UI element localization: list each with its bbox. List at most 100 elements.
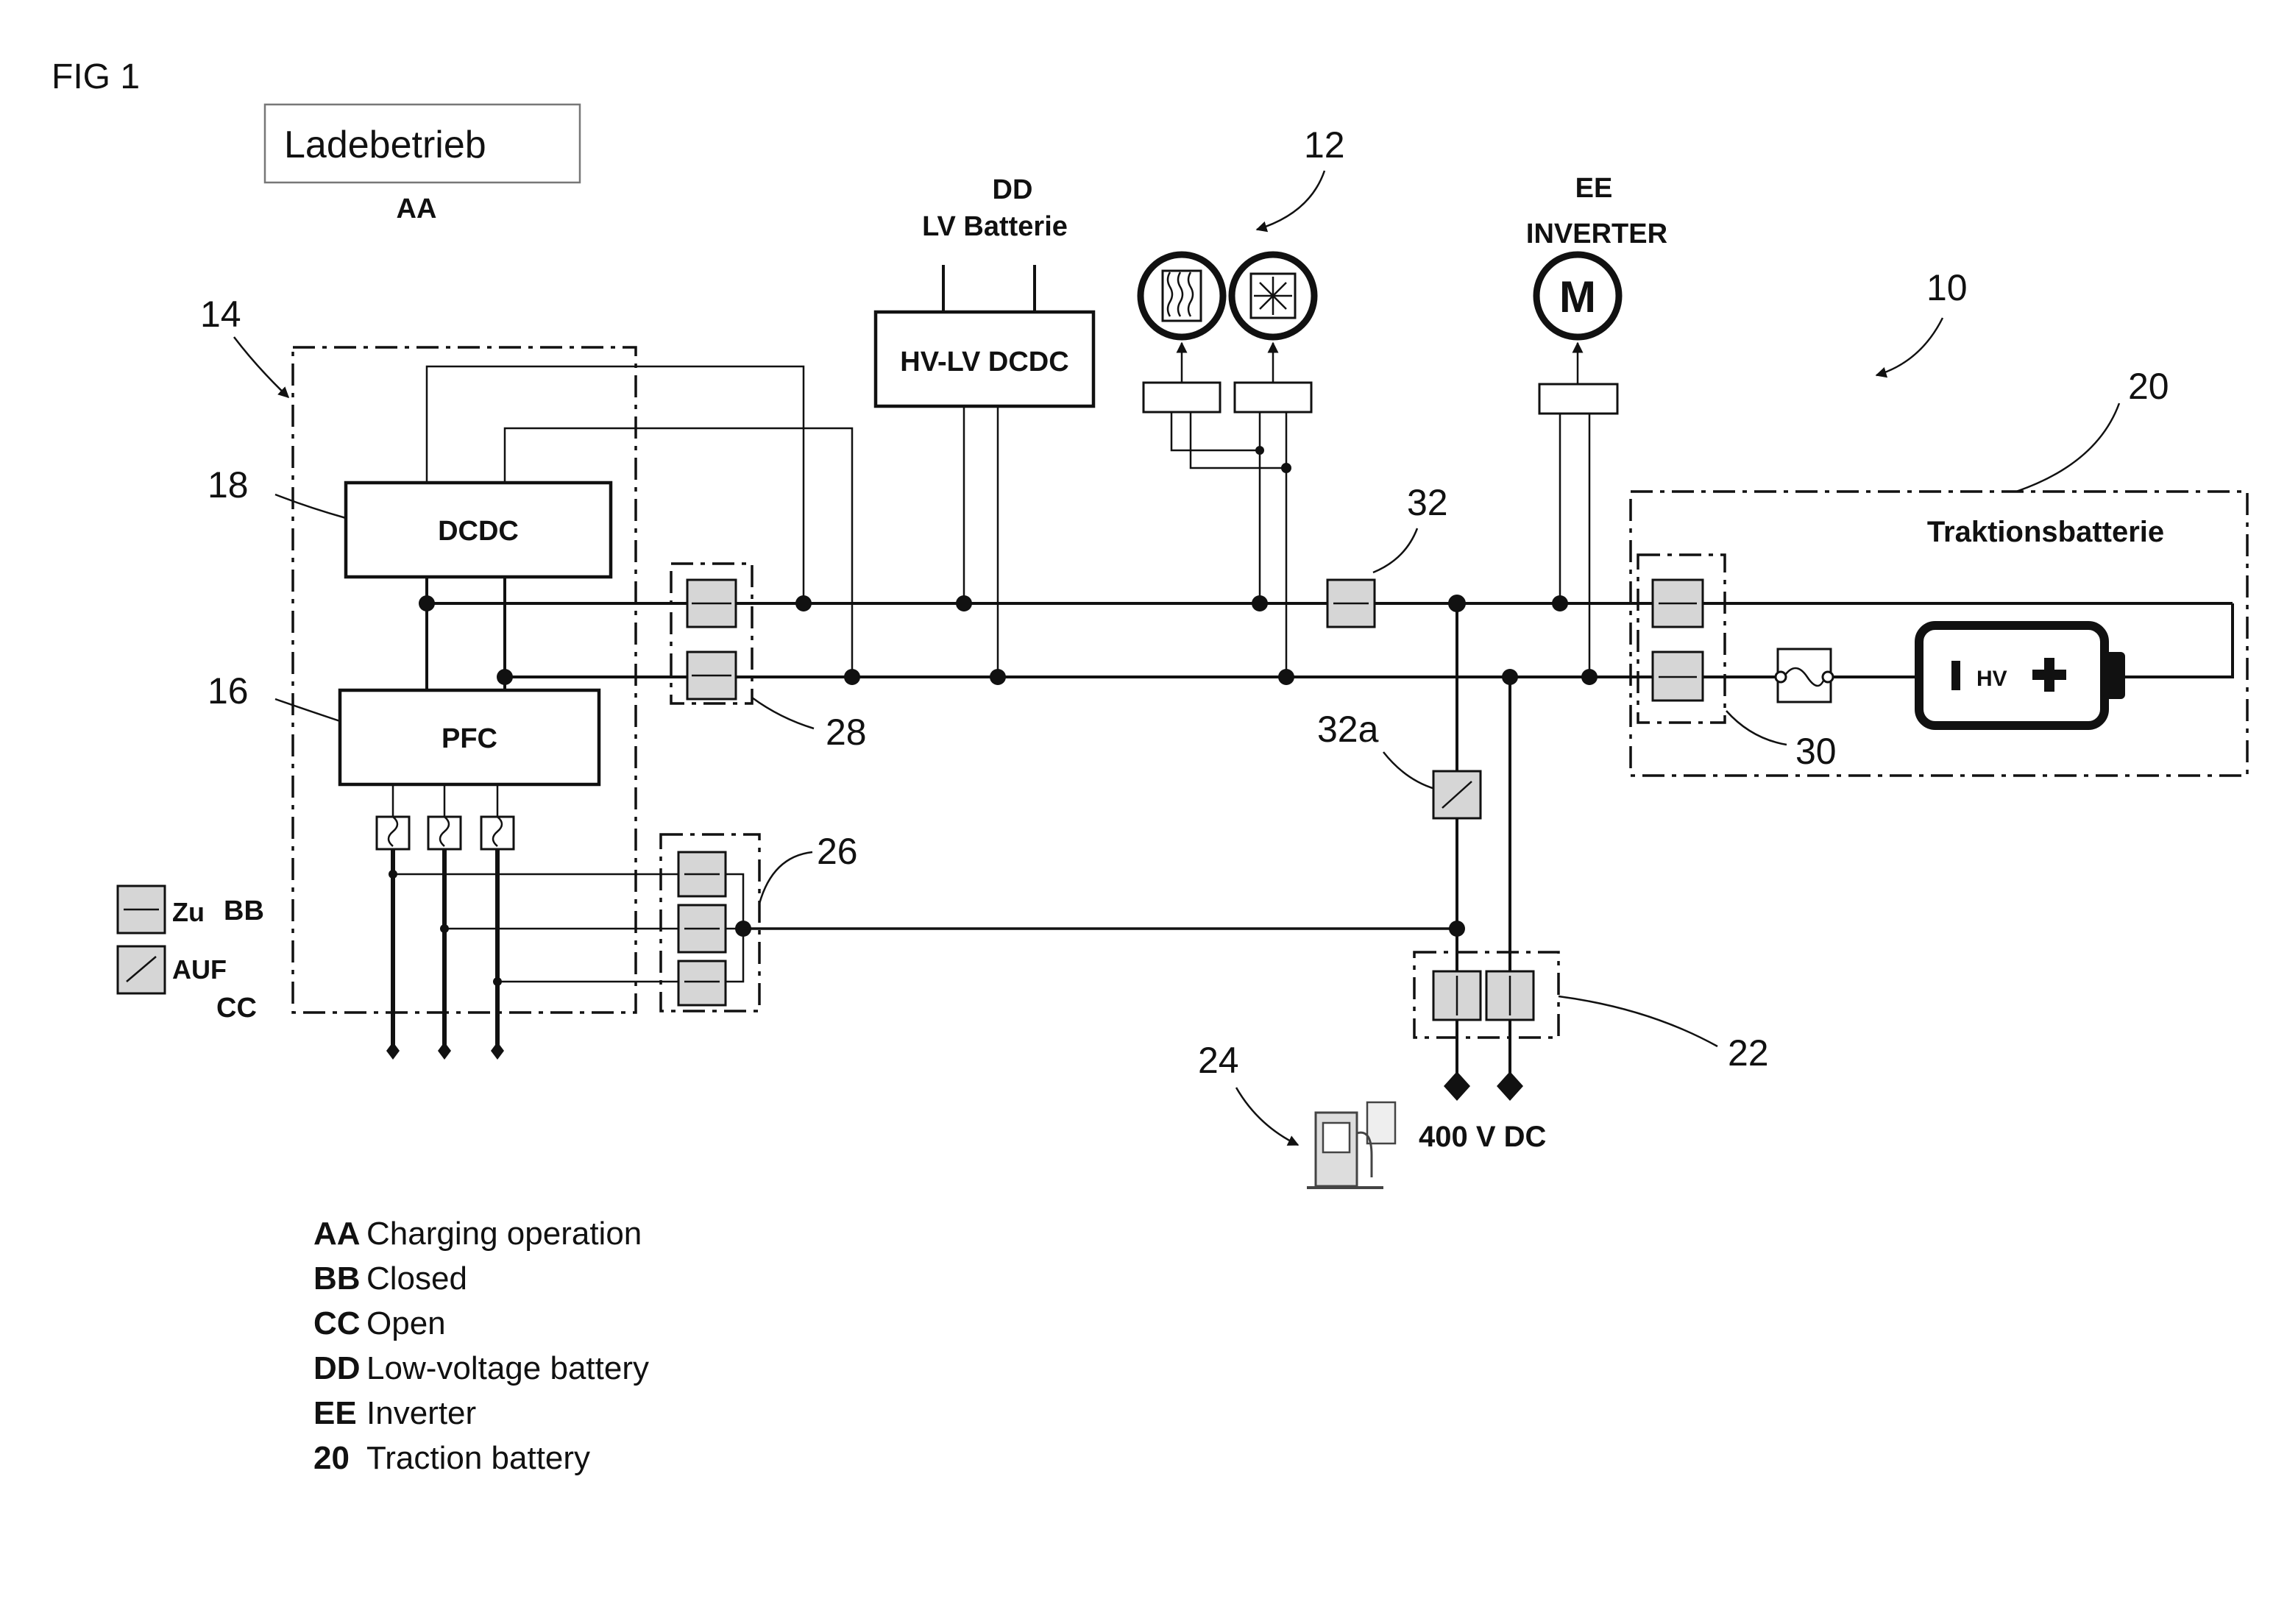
leader-22 — [1558, 995, 1718, 1048]
switch-group-22 — [1413, 951, 1560, 1039]
cooler-controller — [1233, 381, 1313, 414]
leader-30 — [1726, 710, 1787, 746]
pfc-box — [338, 688, 601, 787]
diode-icon — [427, 815, 462, 851]
leader-18 — [274, 493, 347, 520]
legend-text: Closed — [366, 1260, 467, 1297]
lv-label: LV Batterie — [922, 211, 1068, 242]
hvlv-dcdc-box — [873, 310, 1096, 408]
ref-22: 22 — [1728, 1032, 1769, 1074]
diode-icon — [375, 815, 411, 851]
legend-row: 20 Traction battery — [313, 1440, 649, 1485]
legend-text: Inverter — [366, 1395, 477, 1431]
legend-key: DD — [313, 1350, 361, 1386]
ref-20: 20 — [2128, 366, 2169, 407]
ref-18: 18 — [208, 464, 249, 506]
ref-24: 24 — [1198, 1040, 1239, 1081]
fuse-element — [1782, 667, 1826, 687]
diode-icon — [480, 815, 515, 851]
leader-28 — [751, 696, 815, 730]
mode-box — [263, 103, 581, 184]
leader-32 — [1372, 528, 1419, 574]
battery-cap — [2103, 652, 2125, 699]
lv-key: DD — [993, 174, 1033, 205]
closed-switch[interactable] — [677, 960, 727, 1007]
climate-loads-12 — [1137, 251, 1318, 677]
legend-key: AA — [313, 1216, 361, 1252]
legend-text: Traction battery — [366, 1440, 591, 1476]
dcdc-box — [344, 481, 613, 579]
ref-32: 32 — [1407, 482, 1448, 523]
ref-30: 30 — [1795, 731, 1837, 772]
inverter-key: EE — [1575, 173, 1613, 204]
motor-symbol: M — [1559, 272, 1596, 322]
switch-group-30 — [1637, 553, 1726, 724]
dc-voltage-label: 400 V DC — [1419, 1121, 1546, 1153]
ref-12: 12 — [1304, 124, 1345, 166]
switch-set-28 — [686, 578, 737, 701]
switch-set-26 — [677, 851, 1457, 1007]
leader-12 — [1255, 170, 1326, 233]
legend-key: CC — [313, 1305, 361, 1341]
leader-24 — [1235, 1087, 1299, 1146]
battery-icon — [1915, 621, 2109, 730]
legend-text: Open — [366, 1305, 446, 1341]
switch-state-legend: Zu BB AUF CC — [116, 884, 264, 1024]
leader-16 — [274, 698, 341, 723]
inverter-controller — [1538, 383, 1619, 415]
legend-text: Charging operation — [366, 1216, 642, 1252]
legend-text: Low-voltage battery — [366, 1350, 649, 1386]
charging-station-icon — [1307, 1101, 1397, 1189]
ac-phases — [375, 784, 683, 1060]
leader-26 — [758, 851, 813, 904]
traction-enclosure-20 — [1629, 490, 2249, 777]
ref-10: 10 — [1926, 267, 1968, 308]
legend-key: 20 — [313, 1440, 350, 1476]
switch-32a-blade — [1442, 781, 1472, 809]
mode-key: AA — [397, 194, 437, 224]
hvlv-dcdc-label: HV-LV DCDC — [900, 347, 1068, 377]
charger-enclosure-14 — [291, 346, 637, 1014]
fuse-terminal-right — [1821, 670, 1834, 684]
dcdc-label: DCDC — [438, 516, 519, 547]
traction-battery-label: Traktionsbatterie — [1927, 516, 2164, 548]
leader-10 — [1875, 317, 1944, 378]
legend-key: EE — [313, 1395, 357, 1431]
fuse-terminal-left — [1774, 670, 1787, 684]
ref-16: 16 — [208, 670, 249, 712]
legend-closed-key: BB — [224, 896, 264, 926]
legend-open-label: AUF — [172, 954, 227, 985]
battery-label: HV — [1976, 667, 2007, 691]
ref-14: 14 — [200, 294, 241, 335]
legend-key: BB — [313, 1260, 361, 1297]
ref-26: 26 — [817, 831, 858, 872]
bus-return — [2125, 603, 2234, 678]
switch-group-28 — [670, 562, 754, 705]
inverter-label: INVERTER — [1526, 219, 1667, 249]
motor-icon — [1533, 251, 1623, 341]
legend-closed-label: Zu — [172, 897, 205, 927]
ref-32a: 32a — [1317, 709, 1379, 750]
ref-28: 28 — [826, 712, 867, 753]
dc-port-pos — [1444, 1071, 1470, 1101]
leader-14 — [233, 336, 290, 399]
figure-label: FIG 1 — [52, 57, 140, 96]
heater-controller — [1142, 381, 1221, 414]
legend-open-key: CC — [216, 993, 257, 1024]
battery-plus-v — [2044, 658, 2054, 692]
switch-group-26 — [659, 833, 761, 1013]
leader-20 — [2015, 403, 2121, 493]
dc-port-neg — [1497, 1071, 1523, 1101]
leader-32a — [1383, 751, 1436, 790]
pfc-label: PFC — [442, 723, 497, 754]
dcdc-wire-b — [503, 427, 854, 677]
battery-minus-bar — [1951, 661, 1960, 690]
dcdc-wire-a — [425, 365, 805, 603]
mode-label: Ladebetrieb — [284, 124, 486, 166]
